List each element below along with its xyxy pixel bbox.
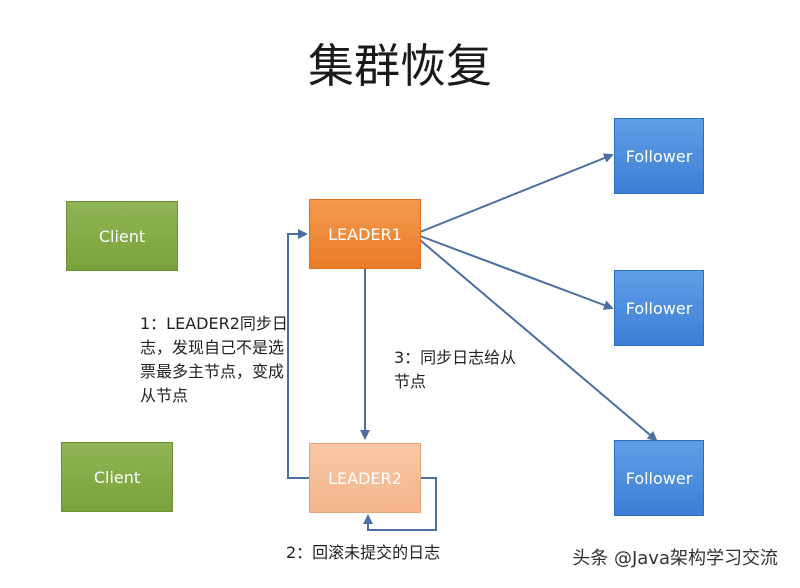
leader1-node: LEADER1 [309, 199, 421, 269]
follower-node-3: Follower [614, 440, 704, 516]
follower-node-2: Follower [614, 270, 704, 346]
step1-note: 1：LEADER2同步日志，发现自己不是选票最多主节点，变成从节点 [140, 314, 288, 405]
arrow-leader2-self [363, 477, 437, 531]
step2-note: 2：回滚未提交的日志 [286, 543, 441, 562]
arrow-leader1-follower1 [419, 153, 614, 233]
arrow-leader1-follower2 [419, 235, 614, 310]
step3-note: 3：同步日志给从节点 [394, 348, 517, 391]
leader2-node: LEADER2 [309, 443, 421, 513]
watermark-text: 头条 @Java架构学习交流 [572, 548, 778, 569]
arrow-leader2-leader1 [287, 229, 310, 479]
arrow-leader1-follower3 [419, 239, 658, 442]
client-node-top: Client [66, 201, 178, 271]
follower-node-1: Follower [614, 118, 704, 194]
client-node-bottom: Client [61, 442, 173, 512]
diagram-title: 集群恢复 [308, 39, 492, 93]
